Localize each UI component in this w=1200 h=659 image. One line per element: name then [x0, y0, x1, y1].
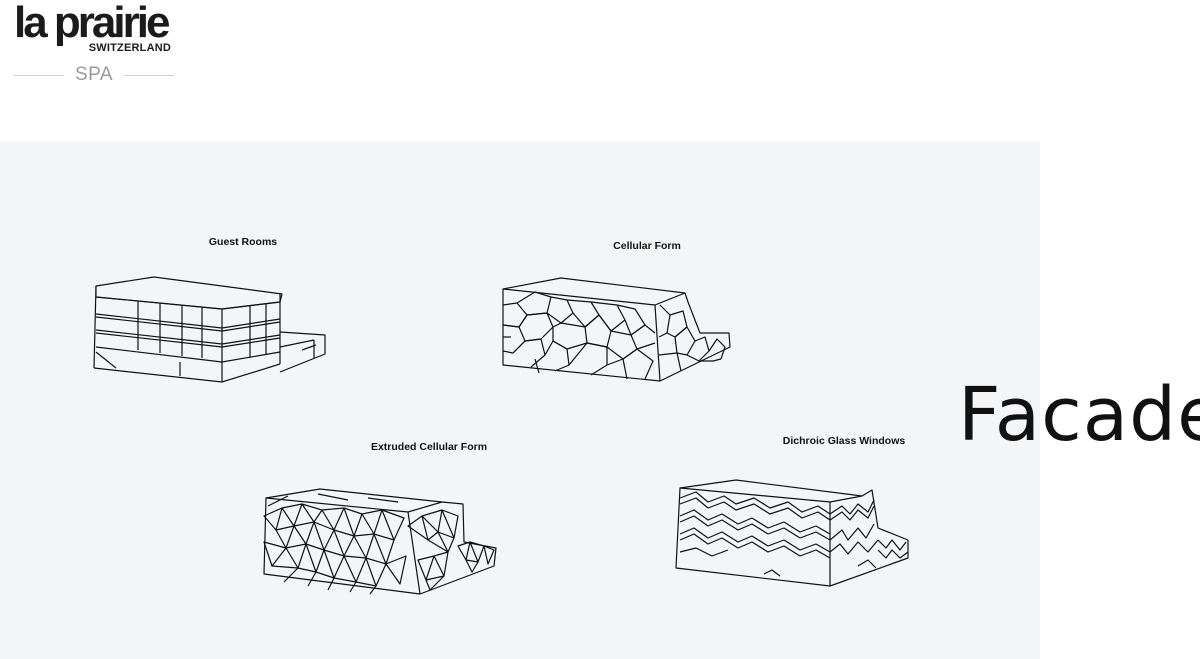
caption-extruded-cellular-form: Extruded Cellular Form: [370, 441, 488, 453]
extruded-cellular-form-diagram: [263, 488, 497, 595]
caption-cellular-form: Cellular Form: [613, 240, 681, 252]
logo-spa: SPA: [74, 64, 114, 85]
logo-subtitle: SWITZERLAND: [88, 42, 171, 54]
logo-wordmark: la prairie: [14, 0, 170, 47]
caption-guest-rooms: Guest Rooms: [208, 236, 278, 248]
guest-rooms-diagram: [93, 276, 326, 383]
cellular-form-diagram: [502, 277, 731, 382]
brand-logo[interactable]: la prairie SWITZERLAND SPA: [14, 0, 174, 88]
logo-divider-right: [124, 75, 174, 76]
dichroic-glass-windows-diagram: [675, 479, 909, 587]
page-title: Facade: [958, 372, 1200, 458]
caption-dichroic-glass-windows: Dichroic Glass Windows: [782, 435, 906, 447]
logo-divider-left: [14, 75, 64, 76]
